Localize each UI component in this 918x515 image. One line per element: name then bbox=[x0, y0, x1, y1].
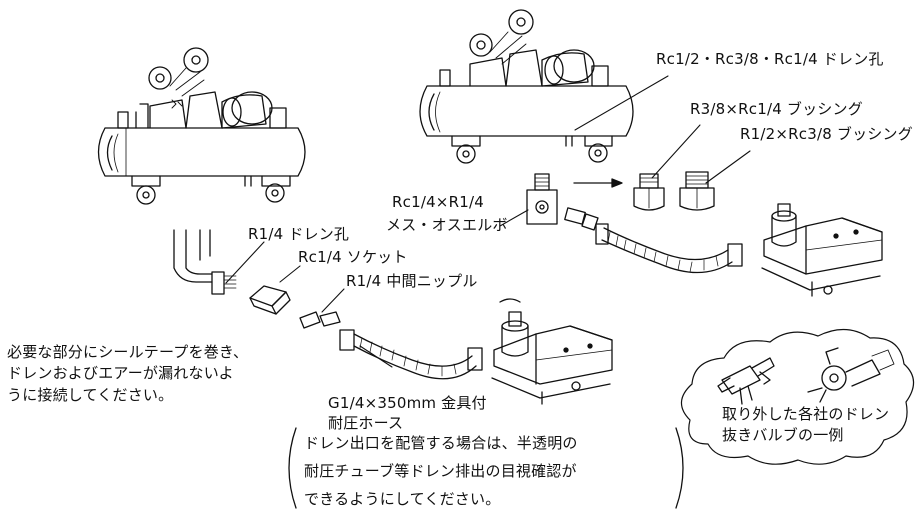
label-elbow-name: メス・オスエルボ bbox=[386, 216, 508, 234]
drain-pipe-left bbox=[173, 229, 237, 295]
label-hose-name: 耐圧ホース bbox=[328, 414, 404, 432]
label-bushing-r38: R3/8×Rc1/4 ブッシング bbox=[690, 100, 863, 118]
leader-r14-drain bbox=[225, 241, 265, 284]
label-bushing-r12: R1/2×Rc3/8 ブッシング bbox=[740, 125, 913, 143]
instruction-line-3: うに接続してください。 bbox=[7, 386, 174, 404]
upper-nipple bbox=[564, 207, 599, 231]
compressor-right bbox=[419, 9, 634, 164]
instruction-line-1: 必要な部分にシールテープを巻き、 bbox=[7, 343, 249, 361]
drain-unit-upper bbox=[761, 203, 883, 297]
label-drain-hole-compressor: Rc1/2・Rc3/8・Rc1/4 ドレン孔 bbox=[656, 50, 884, 68]
upper-hose bbox=[595, 223, 743, 274]
label-hose-size: G1/4×350mm 金具付 bbox=[328, 394, 487, 412]
valve-caption-1: 取り外した各社のドレン bbox=[722, 405, 890, 423]
valve-cloud bbox=[680, 328, 915, 465]
label-nipple: R1/4 中間ニップル bbox=[346, 272, 478, 290]
label-drain-hole-r14: R1/4 ドレン孔 bbox=[248, 225, 350, 243]
leader-nipple bbox=[321, 288, 345, 313]
leader-socket bbox=[279, 265, 301, 283]
leader-bushing-r12 bbox=[705, 150, 751, 184]
leader-bushing-r38 bbox=[651, 124, 701, 179]
elbow-fitting bbox=[526, 173, 558, 225]
valve-caption-2: 抜きバルブの一例 bbox=[722, 426, 844, 444]
leader-drain-hole bbox=[574, 75, 669, 131]
note-line-3: できるようにしてください。 bbox=[304, 490, 501, 508]
compressor-left bbox=[97, 47, 306, 205]
note-line-1: ドレン出口を配管する場合は、半透明の bbox=[304, 434, 578, 452]
lower-hose bbox=[339, 329, 483, 380]
socket bbox=[249, 285, 291, 315]
label-socket: Rc1/4 ソケット bbox=[298, 248, 408, 266]
instruction-line-2: ドレンおよびエアーが漏れないよ bbox=[7, 364, 234, 382]
arrow bbox=[573, 178, 623, 188]
note-parentheses bbox=[288, 427, 684, 509]
bushing-r12 bbox=[679, 171, 715, 211]
drain-unit-lower bbox=[491, 298, 613, 405]
note-line-2: 耐圧チューブ等ドレン排出の目視確認が bbox=[304, 462, 577, 480]
leader-elbow bbox=[499, 209, 529, 227]
label-elbow-size: Rc1/4×R1/4 bbox=[392, 193, 484, 211]
intermediate-nipple bbox=[299, 311, 341, 329]
bushing-r38 bbox=[633, 173, 665, 211]
